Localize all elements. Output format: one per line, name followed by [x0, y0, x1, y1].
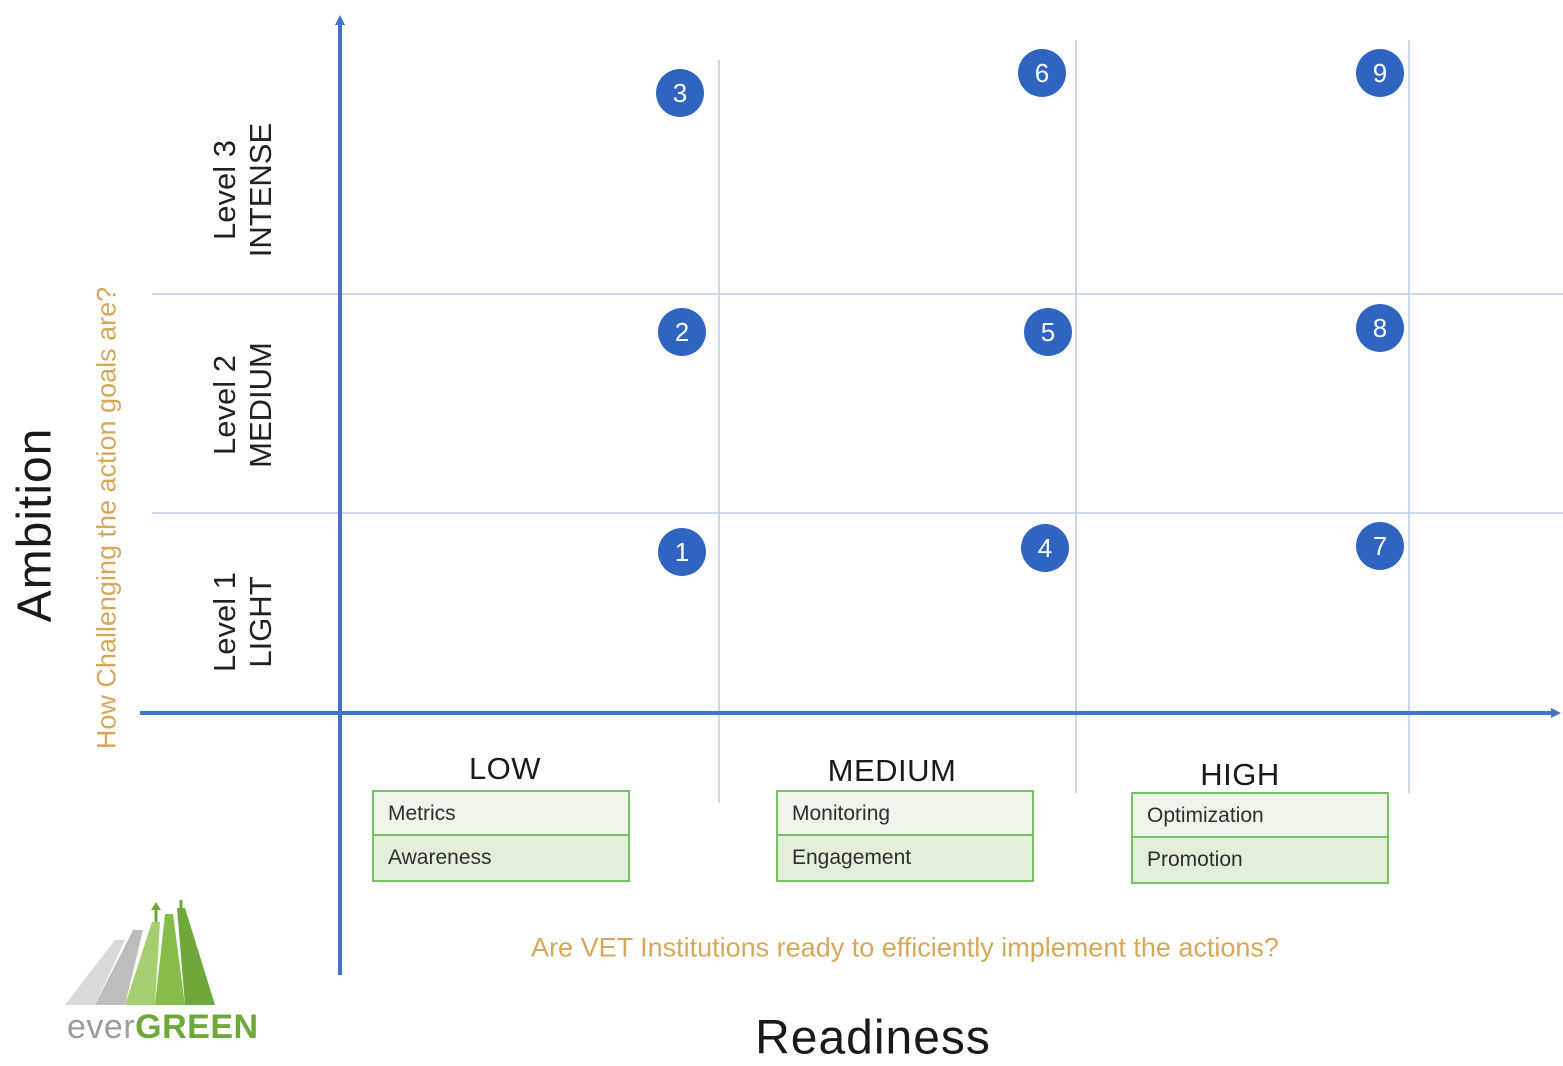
- badge-1-number: 1: [675, 537, 689, 567]
- badge-1-circle: [658, 528, 706, 576]
- y-axis-title: Ambition: [8, 427, 62, 623]
- readiness-low-box: Metrics Awareness: [372, 790, 630, 882]
- badge-4-number: 4: [1038, 533, 1052, 563]
- logo-wordmark: everGREEN: [67, 1008, 259, 1047]
- badge-3-number: 3: [673, 78, 687, 108]
- level-1-label: Level 1 LIGHT: [188, 407, 298, 837]
- tag-engagement: Engagement: [778, 836, 1032, 880]
- badge-7-circle: [1356, 522, 1404, 570]
- badge-9-circle: [1356, 49, 1404, 97]
- logo-arrows-icon: [65, 900, 215, 1005]
- badge-5-circle: [1024, 308, 1072, 356]
- y-axis-question: How Challenging the action goals are?: [91, 286, 122, 750]
- x-axis-question: Are VET Institutions ready to efficientl…: [531, 932, 1279, 963]
- tag-optimization: Optimization: [1133, 794, 1387, 838]
- level-1-number: Level 1: [207, 572, 243, 672]
- logo-text-ever: ever: [67, 1008, 136, 1046]
- badge-7-number: 7: [1373, 531, 1387, 561]
- tag-metrics: Metrics: [374, 792, 628, 836]
- readiness-medium-label: MEDIUM: [827, 753, 957, 788]
- badge-2-circle: [658, 308, 706, 356]
- evergreen-logo: everGREEN: [55, 900, 265, 1063]
- readiness-low-label: LOW: [468, 751, 542, 786]
- badge-3-circle: [656, 69, 704, 117]
- badge-4-circle: [1021, 524, 1069, 572]
- tag-awareness: Awareness: [374, 836, 628, 880]
- badge-2-number: 2: [675, 317, 689, 347]
- readiness-high-box: Optimization Promotion: [1131, 792, 1389, 884]
- readiness-high-label: HIGH: [1200, 757, 1280, 792]
- tag-monitoring: Monitoring: [778, 792, 1032, 836]
- badge-5-number: 5: [1041, 317, 1055, 347]
- x-axis-title: Readiness: [755, 1011, 991, 1065]
- tag-promotion: Promotion: [1133, 838, 1387, 882]
- readiness-medium-box: Monitoring Engagement: [776, 790, 1034, 882]
- badge-8-circle: [1356, 304, 1404, 352]
- badge-8-number: 8: [1373, 313, 1387, 343]
- badge-6-circle: [1018, 49, 1066, 97]
- logo-text-green: GREEN: [135, 1008, 259, 1046]
- level-1-name: LIGHT: [243, 576, 278, 668]
- badge-6-number: 6: [1035, 58, 1049, 88]
- badge-9-number: 9: [1373, 58, 1387, 88]
